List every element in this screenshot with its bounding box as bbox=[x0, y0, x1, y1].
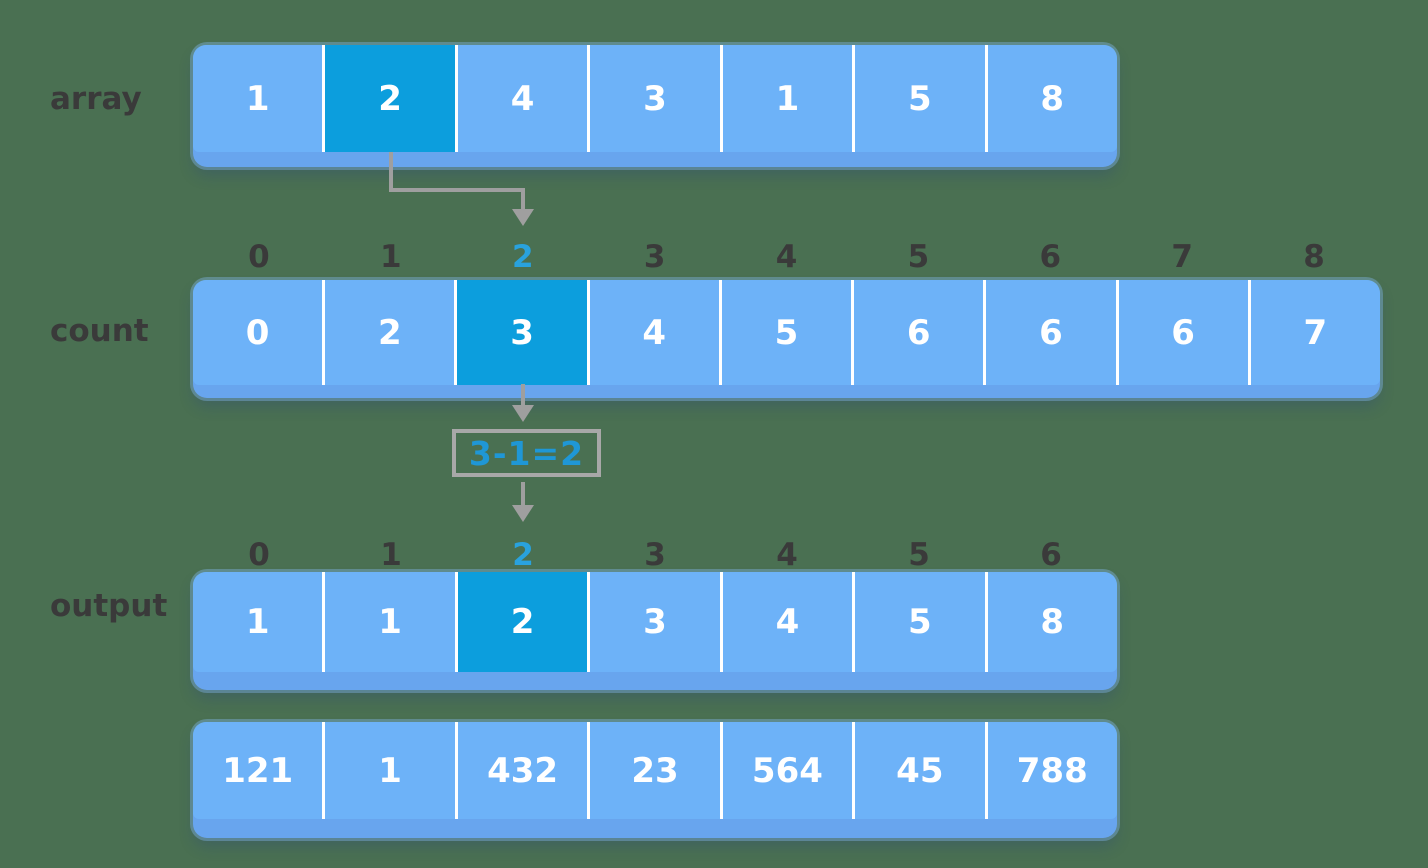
output-cell-highlighted: 2 bbox=[454, 572, 588, 672]
count-index: 8 bbox=[1303, 239, 1325, 275]
output-index-highlighted: 2 bbox=[512, 537, 534, 573]
count-cell: 6 bbox=[1115, 280, 1248, 385]
count-to-formula-arrow-line bbox=[521, 384, 525, 406]
array-cell: 3 bbox=[587, 45, 720, 152]
output-cell: 1 bbox=[193, 572, 323, 672]
count-cell: 0 bbox=[193, 280, 323, 385]
sorted-cell: 432 bbox=[454, 722, 588, 819]
output-cell: 5 bbox=[852, 572, 985, 672]
count-row-label: count bbox=[50, 313, 149, 349]
sorted-cell: 788 bbox=[984, 722, 1117, 819]
output-indices: 0 1 2 3 4 5 6 bbox=[193, 538, 1117, 572]
sorted-cell: 45 bbox=[852, 722, 985, 819]
formula-to-output-arrow-line bbox=[521, 482, 525, 506]
elbow-arrow-vertical-start bbox=[389, 152, 393, 192]
count-index: 0 bbox=[248, 239, 270, 275]
output-index: 5 bbox=[908, 537, 930, 573]
array-cell: 1 bbox=[719, 45, 853, 152]
count-indices: 0 1 2 3 4 5 6 7 8 bbox=[193, 240, 1380, 274]
count-index: 4 bbox=[775, 239, 798, 275]
array-cells: 1 2 4 3 1 5 8 bbox=[193, 45, 1117, 152]
count-index: 1 bbox=[380, 239, 402, 275]
output-index: 6 bbox=[1040, 537, 1062, 573]
count-cell: 6 bbox=[983, 280, 1116, 385]
count-row: 0 2 3 4 5 6 6 6 7 bbox=[193, 280, 1380, 398]
array-cell: 1 bbox=[193, 45, 323, 152]
sorted-cell: 121 bbox=[193, 722, 323, 819]
output-cell: 8 bbox=[984, 572, 1117, 672]
count-cell: 6 bbox=[851, 280, 984, 385]
elbow-arrow-horizontal bbox=[389, 188, 525, 192]
formula-to-output-arrow-head-icon bbox=[512, 505, 534, 522]
output-index: 0 bbox=[248, 537, 270, 573]
count-index: 7 bbox=[1171, 239, 1193, 275]
array-cell-highlighted: 2 bbox=[322, 45, 455, 152]
array-cell: 4 bbox=[454, 45, 588, 152]
count-index: 3 bbox=[643, 239, 666, 275]
array-cell: 5 bbox=[852, 45, 985, 152]
output-row: 1 1 2 3 4 5 8 bbox=[193, 572, 1117, 690]
array-row: 1 2 4 3 1 5 8 bbox=[193, 45, 1117, 167]
output-cell: 3 bbox=[587, 572, 720, 672]
count-index: 5 bbox=[907, 239, 930, 275]
count-cell: 5 bbox=[718, 280, 852, 385]
count-cell: 7 bbox=[1247, 280, 1380, 385]
sorted-cell: 23 bbox=[587, 722, 720, 819]
formula-text: 3-1=2 bbox=[468, 433, 585, 473]
count-to-formula-arrow-head-icon bbox=[512, 405, 534, 422]
count-cell-highlighted: 3 bbox=[454, 280, 587, 385]
sorted-cells: 121 1 432 23 564 45 788 bbox=[193, 722, 1117, 819]
array-cell: 8 bbox=[984, 45, 1117, 152]
output-index: 4 bbox=[776, 537, 798, 573]
elbow-arrow-head-icon bbox=[512, 209, 534, 226]
sorted-cell: 564 bbox=[719, 722, 853, 819]
output-row-label: output bbox=[50, 588, 168, 624]
output-index: 1 bbox=[380, 537, 402, 573]
output-cell: 1 bbox=[322, 572, 455, 672]
elbow-arrow-vertical-end bbox=[521, 192, 525, 210]
output-cells: 1 1 2 3 4 5 8 bbox=[193, 572, 1117, 672]
formula-box: 3-1=2 bbox=[452, 429, 601, 477]
count-index-highlighted: 2 bbox=[511, 239, 534, 275]
output-index: 3 bbox=[644, 537, 666, 573]
sorted-row: 121 1 432 23 564 45 788 bbox=[193, 722, 1117, 838]
count-cell: 4 bbox=[586, 280, 719, 385]
sorted-cell: 1 bbox=[322, 722, 455, 819]
count-index: 6 bbox=[1039, 239, 1062, 275]
count-cells: 0 2 3 4 5 6 6 6 7 bbox=[193, 280, 1380, 385]
output-cell: 4 bbox=[719, 572, 853, 672]
count-cell: 2 bbox=[322, 280, 455, 385]
array-row-label: array bbox=[50, 81, 142, 117]
